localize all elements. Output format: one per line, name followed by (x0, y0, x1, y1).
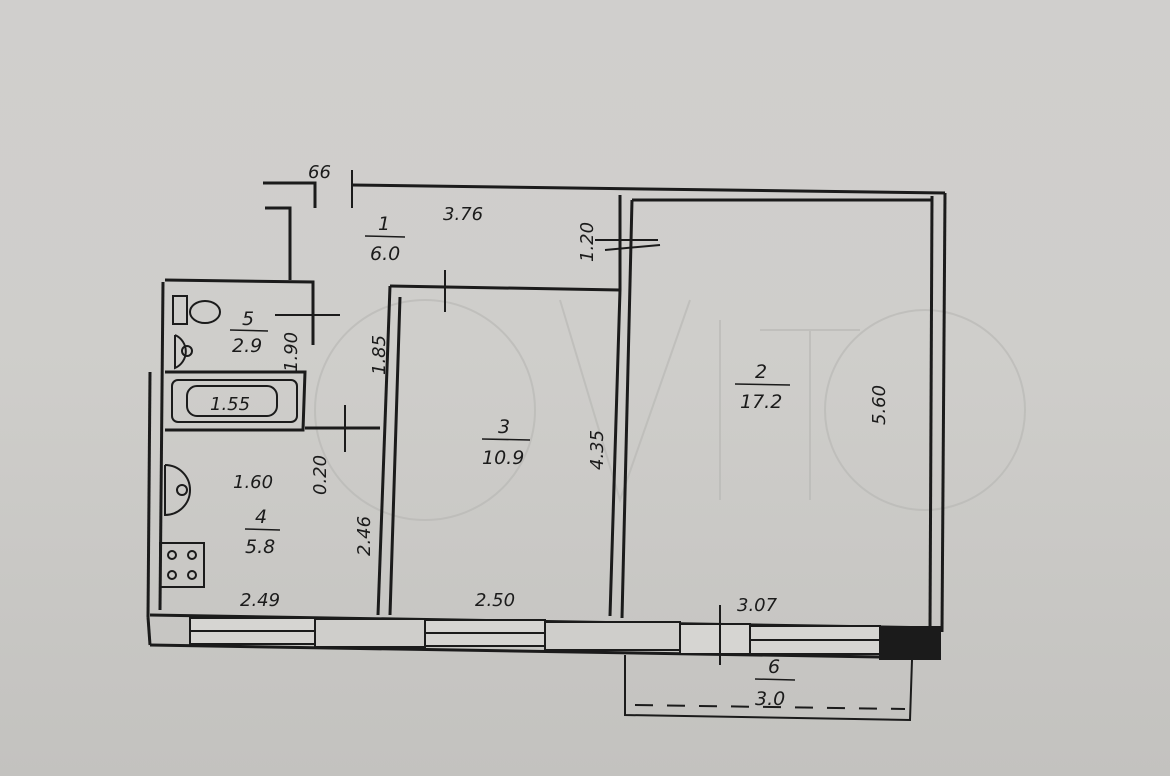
dim-3-07: 3.07 (737, 595, 778, 616)
watermark-ring-1 (314, 299, 536, 521)
watermark-letter-v (559, 299, 691, 504)
kitchen-sink-icon (164, 464, 191, 517)
dim-4-35: 4.35 (587, 430, 608, 470)
dim-2-50: 2.50 (475, 590, 515, 611)
room-2-number: 2 (755, 361, 767, 383)
dim-1-20: 1.20 (577, 222, 598, 262)
balcony-door (679, 623, 751, 655)
dim-5-60: 5.60 (869, 385, 890, 425)
dim-1-90: 1.90 (281, 332, 302, 372)
watermark-letter-t (760, 329, 860, 500)
room-5-label: 5 2.9 (232, 308, 262, 357)
wall-top (351, 183, 946, 195)
room-3-number: 3 (498, 416, 510, 438)
dim-2-49: 2.49 (240, 590, 280, 611)
balcony-rail (634, 704, 906, 710)
room-2-area: 17.2 (740, 391, 782, 413)
wall-room3-top (389, 284, 621, 292)
room-6-label: 6 3.0 (755, 656, 785, 710)
wall-bath-top (164, 278, 315, 345)
dim-1-85: 1.85 (369, 335, 390, 375)
wall-right-outer (940, 192, 947, 633)
stove-icon (159, 542, 205, 588)
dim-3-76: 3.76 (443, 204, 483, 225)
dim-2-46: 2.46 (354, 516, 375, 556)
room-6-number: 6 (768, 656, 780, 678)
room-2-label: 2 17.2 (740, 361, 782, 413)
dim-0-20: 0.20 (310, 455, 331, 495)
wall-room3-left-inner (388, 296, 402, 616)
pier-2 (544, 621, 681, 651)
room-1-number: 1 (378, 213, 390, 235)
wall-room3-left (376, 285, 392, 616)
room-6-area: 3.0 (755, 688, 785, 710)
windows (189, 617, 941, 660)
wall-bath-bottom (165, 370, 307, 432)
dim-1-55: 1.55 (210, 394, 250, 415)
room-3-label: 3 10.9 (482, 416, 524, 469)
wall-right-inner (928, 195, 934, 631)
wall-room3-right (608, 289, 622, 617)
corner-column (879, 626, 941, 660)
room-5-number: 5 (242, 308, 254, 330)
watermark (314, 299, 1026, 521)
bathtub-icon (171, 379, 298, 423)
washbasin-icon (174, 334, 193, 370)
watermark-ring-2 (824, 309, 1026, 511)
toilet-icon (172, 295, 221, 325)
dim-1-60: 1.60 (233, 472, 273, 493)
balcony (624, 655, 913, 722)
wall-entry-left (265, 206, 292, 280)
dimension-ticks (275, 170, 721, 665)
wall-room2-left (620, 199, 634, 619)
fraction-bars (229, 235, 796, 681)
wall-entry-top (263, 181, 317, 208)
room-4-area: 5.8 (245, 536, 275, 558)
pier-1 (314, 618, 426, 648)
room-5-area: 2.9 (232, 335, 262, 357)
room-4-number: 4 (255, 506, 267, 528)
wall-left (146, 371, 152, 618)
wall-bottom-left (146, 616, 152, 646)
bathtub-inner (186, 385, 278, 417)
balcony-outline (624, 655, 913, 722)
fixtures (159, 295, 298, 588)
room-1-area: 6.0 (370, 243, 400, 265)
room-4-label: 4 5.8 (245, 506, 275, 558)
room-3-area: 10.9 (482, 447, 524, 469)
dim-66: 66 (308, 162, 331, 183)
room-1-label: 1 6.0 (370, 213, 400, 265)
